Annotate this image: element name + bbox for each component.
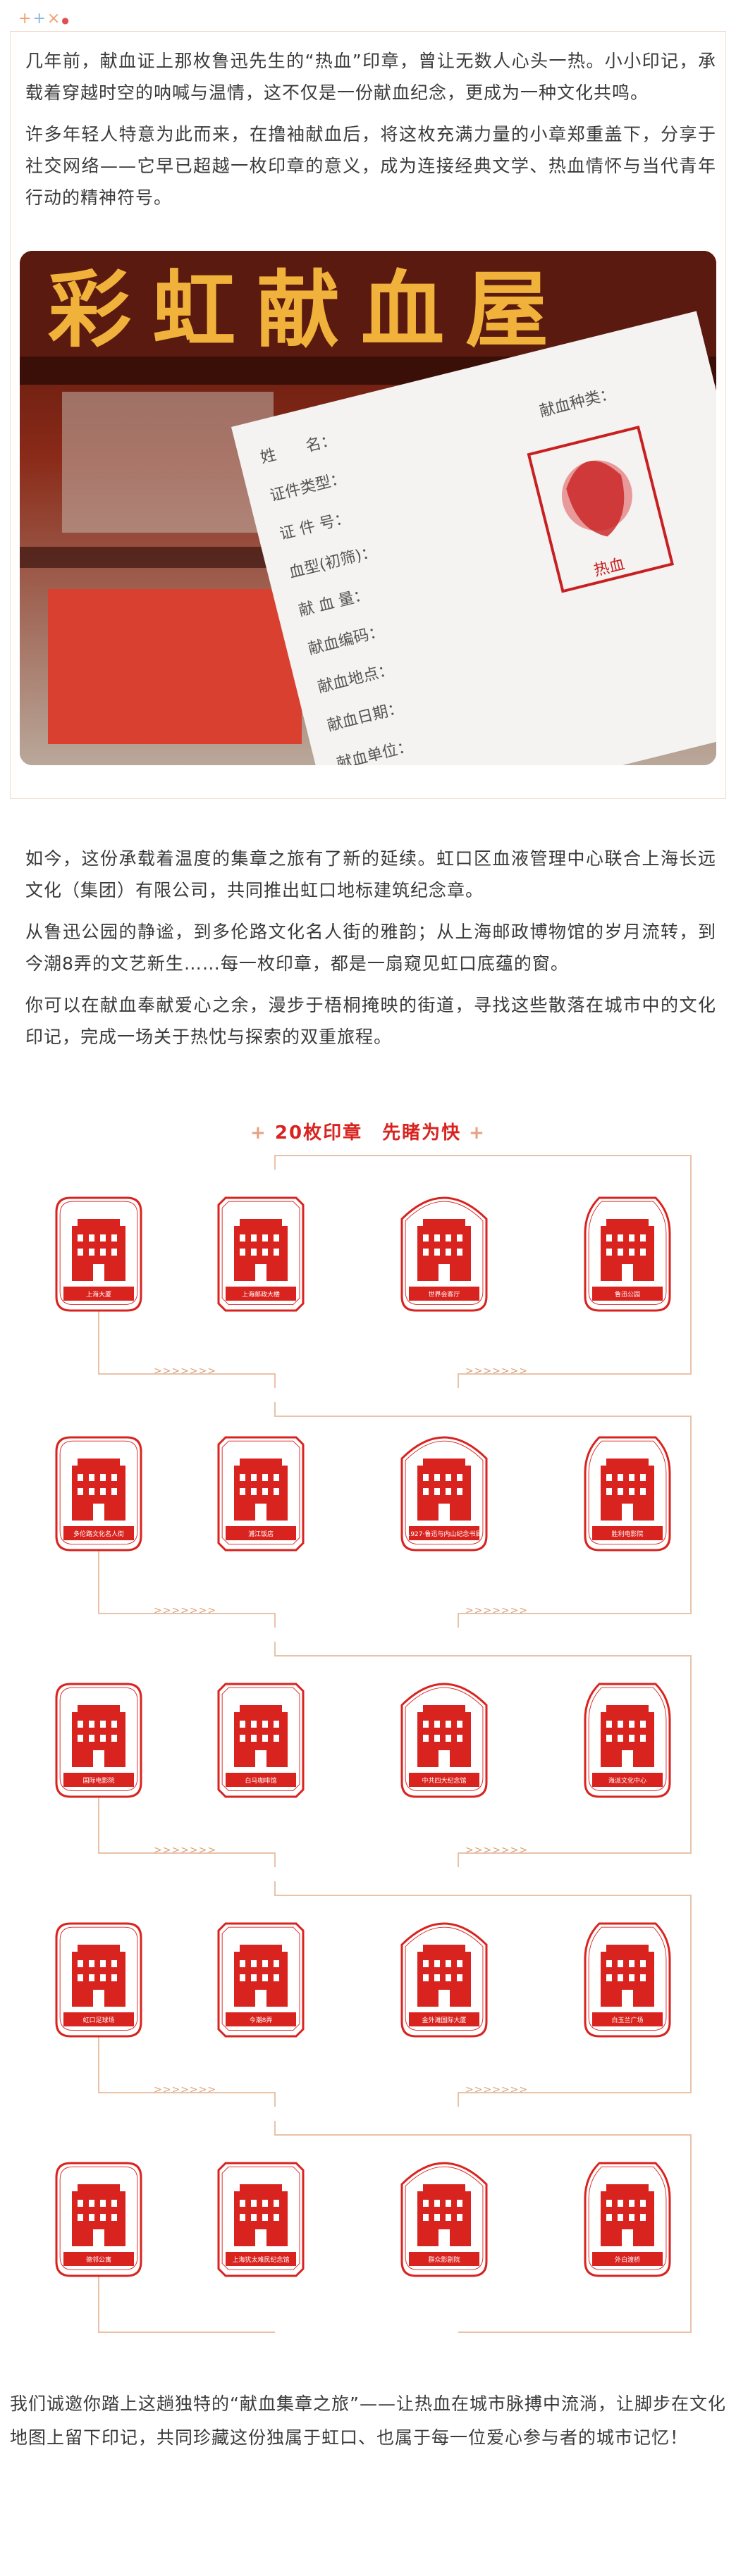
sign-text: 彩虹献血屋 [48,261,570,359]
landmark-stamp: 上海犹太难民纪念馆 [211,2156,310,2283]
stamp-label: 海派文化中心 [608,1776,646,1785]
stamp-label: 群众影剧院 [428,2255,460,2264]
stamp-label: 今潮8弄 [250,2016,273,2024]
stamps-section-title: + 20枚印章 先睹为快 + [250,1122,486,1144]
landmark-stamp: 白玉兰广场 [578,1916,677,2043]
landmark-stamp: 外白渡桥 [578,2156,677,2283]
landmark-stamp: 白马咖啡馆 [211,1677,310,1804]
intro-paragraph-1: 几年前，献血证上那枚鲁迅先生的“热血”印章，曾让无数人心头一热。小小印记，承载着… [25,51,716,103]
body-paragraph-2: 从鲁迅公园的静谧，到多伦路文化名人街的雅韵；从上海邮政博物馆的岁月流转，到今潮8… [25,922,716,974]
arrow-decoration: >>>>>>> [154,1845,217,1856]
landmark-stamp: 海派文化中心 [578,1677,677,1804]
arrow-decoration: >>>>>>> [154,1605,217,1616]
landmark-stamp: 1927·鲁迅与内山纪念书局 [395,1430,493,1557]
landmark-stamp: 上海邮政大楼 [211,1191,310,1318]
arrow-decoration: >>>>>>> [465,1366,529,1377]
stamp-label: 金外滩国际大厦 [422,2016,466,2024]
landmark-stamp: 鲁迅公园 [578,1191,677,1318]
landmark-stamp: 虹口足球场 [49,1916,148,2043]
stamp-label: 世界会客厅 [428,1290,460,1299]
arrow-decoration: >>>>>>> [465,1845,529,1856]
arrow-decoration: >>>>>>> [154,2084,217,2095]
landmark-stamp: 世界会客厅 [395,1191,493,1318]
stamps-section-title-text: 20枚印章 先睹为快 [274,1122,462,1144]
stamp-label: 鲁迅公园 [615,1290,640,1299]
arrow-decoration: >>>>>>> [465,2084,529,2095]
stamp-label: 上海邮政大楼 [242,1290,280,1299]
landmark-stamp: 中共四大纪念馆 [395,1677,493,1804]
landmark-stamp: 金外滩国际大厦 [395,1916,493,2043]
landmark-stamp: 国际电影院 [49,1677,148,1804]
landmark-stamp: 上海大厦 [49,1191,148,1318]
decorative-plus-marks: ++×● [18,10,70,27]
stamp-label: 白玉兰广场 [611,2016,643,2024]
landmark-stamp: 今潮8弄 [211,1916,310,2043]
stamp-label: 上海犹太难民纪念馆 [232,2255,289,2264]
stamp-label: 浦江饭店 [248,1530,274,1538]
arrow-decoration: >>>>>>> [154,1366,217,1377]
stamp-label: 1927·鲁迅与内山纪念书局 [407,1530,482,1538]
stamp-label: 上海大厦 [86,1290,111,1299]
closing-paragraph: 我们诚邀你踏上这趟独特的“献血集章之旅”——让热血在城市脉搏中流淌，让脚步在文化… [10,2394,726,2448]
stamp-label: 外白渡桥 [615,2255,640,2264]
intro-paragraph-2: 许多年轻人特意为此而来，在撸袖献血后，将这枚充满力量的小章郑重盖下，分享于社交网… [25,124,716,208]
stamp-label: 中共四大纪念馆 [422,1776,466,1785]
landmark-stamp: 胜利电影院 [578,1430,677,1557]
landmark-stamp: 德邻公寓 [49,2156,148,2283]
stamp-label: 国际电影院 [82,1776,114,1785]
stamp-label: 白马咖啡馆 [245,1776,276,1785]
landmark-stamp: 多伦路文化名人街 [49,1430,148,1557]
landmark-stamp: 浦江饭店 [211,1430,310,1557]
stamp-label: 虹口足球场 [82,2016,114,2024]
stamp-label: 德邻公寓 [86,2255,111,2264]
arrow-decoration: >>>>>>> [465,1605,529,1616]
stamp-label: 多伦路文化名人街 [73,1530,124,1538]
body-paragraph-1: 如今，这份承载着温度的集章之旅有了新的延续。虹口区血液管理中心联合上海长远文化（… [25,848,716,900]
blood-donation-photo: 彩虹献血屋 姓 名：证件类型：证 件 号：血型(初筛)：献 血 量：献血编码：献… [20,251,716,765]
body-paragraph-3: 你可以在献血奉献爱心之余，漫步于梧桐掩映的街道，寻找这些散落在城市中的文化印记，… [25,995,716,1047]
stamp-label: 胜利电影院 [611,1530,643,1538]
landmark-stamp: 群众影剧院 [395,2156,493,2283]
